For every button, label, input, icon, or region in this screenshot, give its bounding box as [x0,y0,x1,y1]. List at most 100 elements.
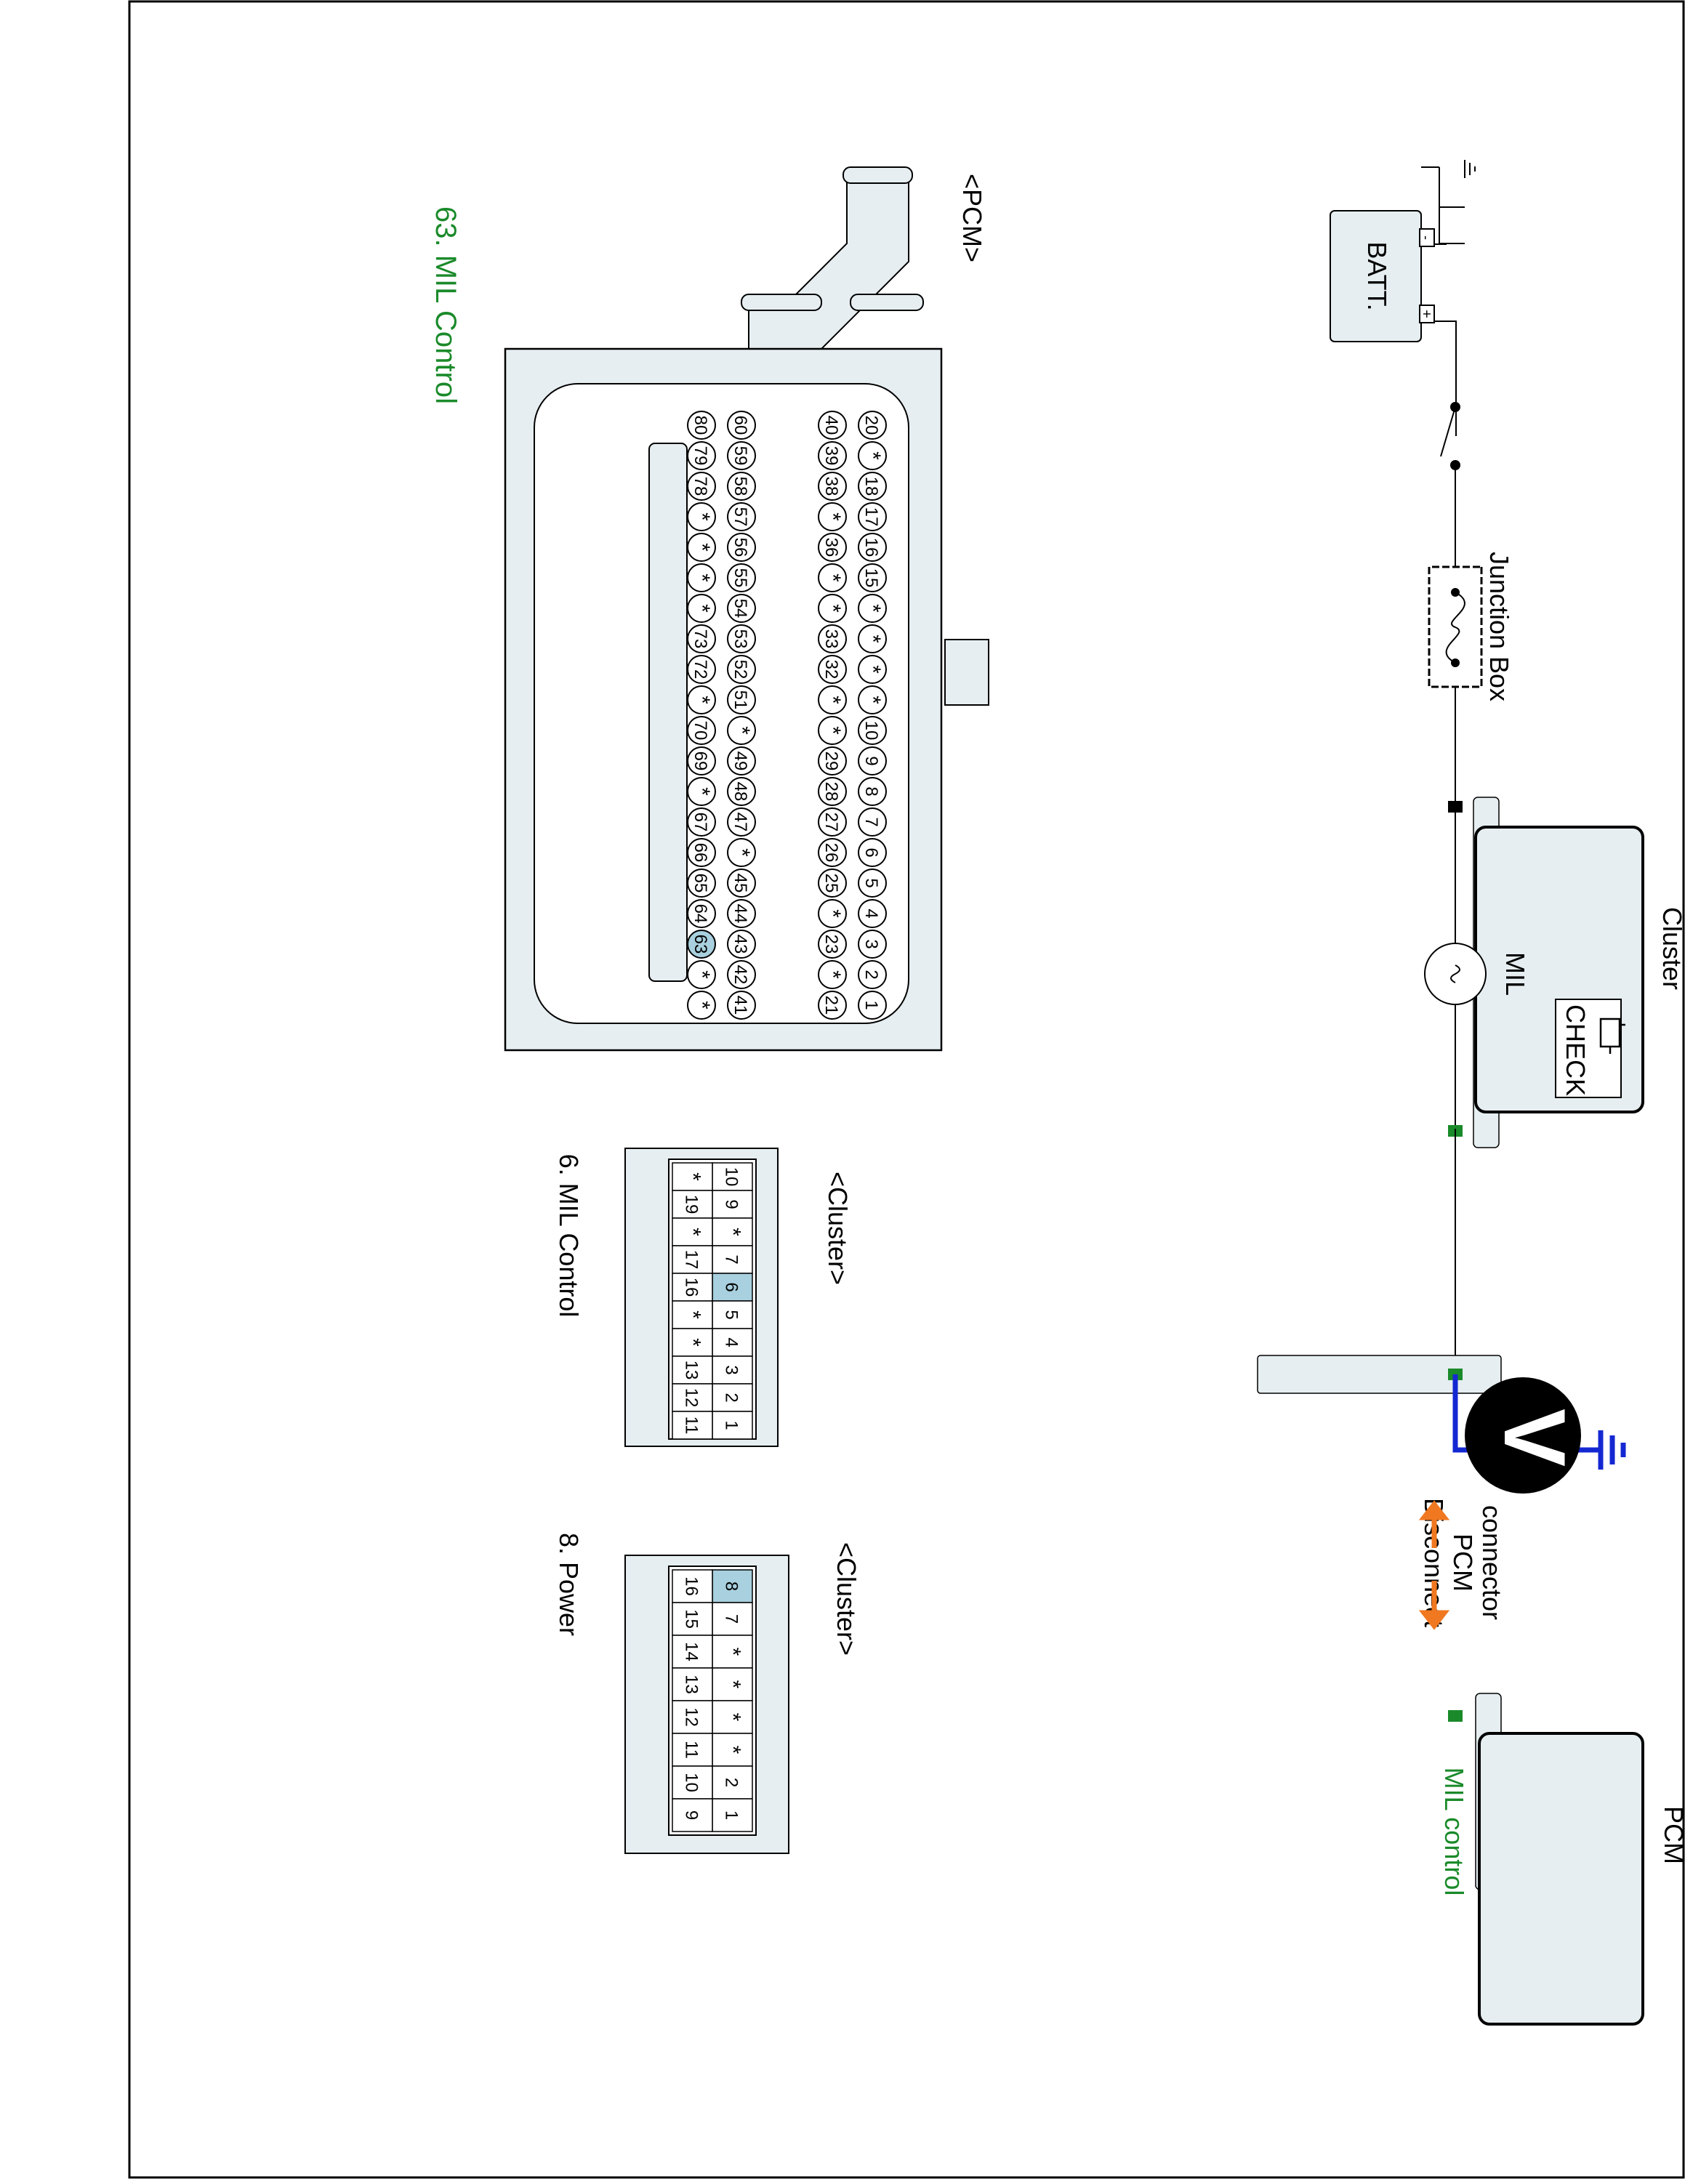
pcm-pin-label: 80 [691,416,710,435]
pcm-pin-label: 36 [821,538,841,557]
connector-pin-label: 1 [722,1810,741,1820]
pcm-pin-label: 63 [691,935,710,954]
battery-plus-label: + [1418,310,1434,318]
pcm-pin-label: 52 [731,660,750,680]
pcm-pin-label: 64 [691,904,710,924]
connector-pin-label: 6 [722,1282,741,1292]
pcm-pin-label: 73 [691,629,710,649]
pcm-pin-label: 2 [861,970,881,979]
pcm-pin-label: 23 [821,935,841,954]
pcm-pin-label: 18 [861,477,881,496]
cluster-a-title: <Cluster> [823,1172,853,1285]
pcm-pin-label: * [821,726,845,735]
connector-pin-label: * [721,1713,745,1722]
pcm-pin-label: 21 [821,996,841,1015]
battery-icon: - + BATT. [1330,211,1447,342]
connector-pin-label: 16 [682,1576,701,1596]
pcm-pin-label: 56 [731,538,750,557]
pcm-pin-label: 8 [861,786,881,796]
pcm-pin-label: * [690,543,714,552]
pcm-pin-label: 28 [821,782,841,802]
pcm-pin-label: * [730,726,754,735]
pcm-pin-label: 41 [731,996,750,1015]
connector-pin-label: 9 [682,1810,701,1820]
pcm-pin-label: 55 [731,568,750,588]
pcm-connector-latch [945,640,989,705]
pcm-pin-label: 67 [691,813,710,832]
connector-pin-label: * [721,1680,745,1689]
connector-pin-label: 5 [722,1310,741,1319]
connector-pin-label: * [681,1228,705,1236]
pcm-connector-face [534,384,909,1023]
connector-pin-label: 14 [682,1642,701,1661]
pcm-pin-label: 6 [861,847,881,857]
pcm-pin-label: * [861,451,885,460]
disconnect-line3: connector [1477,1505,1507,1620]
pcm-pin-label: * [690,1001,714,1010]
pcm-pin-label: 65 [691,874,710,893]
connector-pin-label: 11 [682,1417,701,1435]
pcm-pin-label: 29 [821,751,841,771]
pcm-pin-label: 3 [861,939,881,948]
connector-pin-label: 12 [682,1388,701,1408]
connector-pin-label: 2 [722,1778,741,1787]
pcm-pin-label: 38 [821,477,841,496]
pcm-pin-label: 45 [731,874,750,893]
connector-pin-label: * [721,1648,745,1656]
voltmeter-label: V [1486,1409,1583,1467]
pcm-pin-label: 78 [691,477,710,496]
disconnected-connector-bar [1258,1355,1501,1393]
pcm-connector-key [649,443,687,981]
pcm-pin-label: 54 [731,599,750,618]
connector-pin-label: 12 [682,1707,701,1727]
connector-pin-label: 9 [722,1199,741,1209]
battery-minus-label: - [1419,235,1433,240]
pcm-pin-label: 79 [691,446,710,466]
pcm-pin-label: * [690,696,714,704]
pcm-connector-caption: 63. MIL Control [430,206,462,404]
pcm-pin-label: 51 [731,690,750,710]
connector-pin-label: 13 [682,1675,701,1694]
connector-pin-label: 2 [722,1393,741,1402]
connector-pin-label: 17 [682,1250,701,1270]
connector-pin-label: 7 [722,1614,741,1624]
pcm-pin-label: 9 [861,756,881,765]
disconnect-annotation: Disconnect PCM connector [1419,1498,1507,1627]
pcm-pin-label: 43 [731,935,750,954]
pcm-pin-label: 26 [821,843,841,863]
pcm-pin-label: 53 [731,629,750,649]
connector-pin-label: 8 [722,1581,741,1591]
pcm-pin-label: 60 [731,416,750,435]
cluster-a-caption: 6. MIL Control [554,1154,584,1318]
pcm-pin-label: * [690,787,714,796]
pcm-pin-label: * [730,848,754,857]
pcm-pin-label: 72 [691,660,710,680]
connector-pin-label: 4 [722,1337,741,1347]
pcm-pin-label: 40 [821,416,841,435]
pcm-pin-label: * [690,604,714,613]
junction-box-label: Junction Box [1484,552,1514,701]
mil-control-label: MIL control [1439,1768,1469,1896]
cluster-b-caption: 8. Power [554,1533,584,1636]
cluster-b-title: <Cluster> [832,1542,861,1656]
pcm-pin-label: 33 [821,629,841,649]
pcm-pin-label: 59 [731,446,750,466]
pcm-pin-label: 27 [821,813,841,832]
cluster-label: Cluster [1657,907,1685,990]
pcm-pin-label: 69 [691,751,710,771]
ignition-switch-icon [1441,402,1460,567]
pcm-pin-label: 20 [861,416,881,435]
pcm-pin-label: * [821,909,845,918]
connector-pin-label: * [721,1746,745,1754]
pcm-pin-label: * [690,512,714,521]
pcm-pin-label: 15 [861,568,881,588]
pcm-pin-label: 5 [861,878,881,887]
pcm-pin-label: 42 [731,965,750,985]
pcm-pin-label: * [861,696,885,704]
cluster-connector-a: <Cluster> 6. MIL Control 109*7654321*19*… [554,1148,853,1446]
connector-pin-label: 16 [682,1278,701,1297]
pcm-pin-label: 25 [821,874,841,893]
pcm-pin-label: * [821,604,845,613]
pcm-pin-label: 4 [861,908,881,918]
